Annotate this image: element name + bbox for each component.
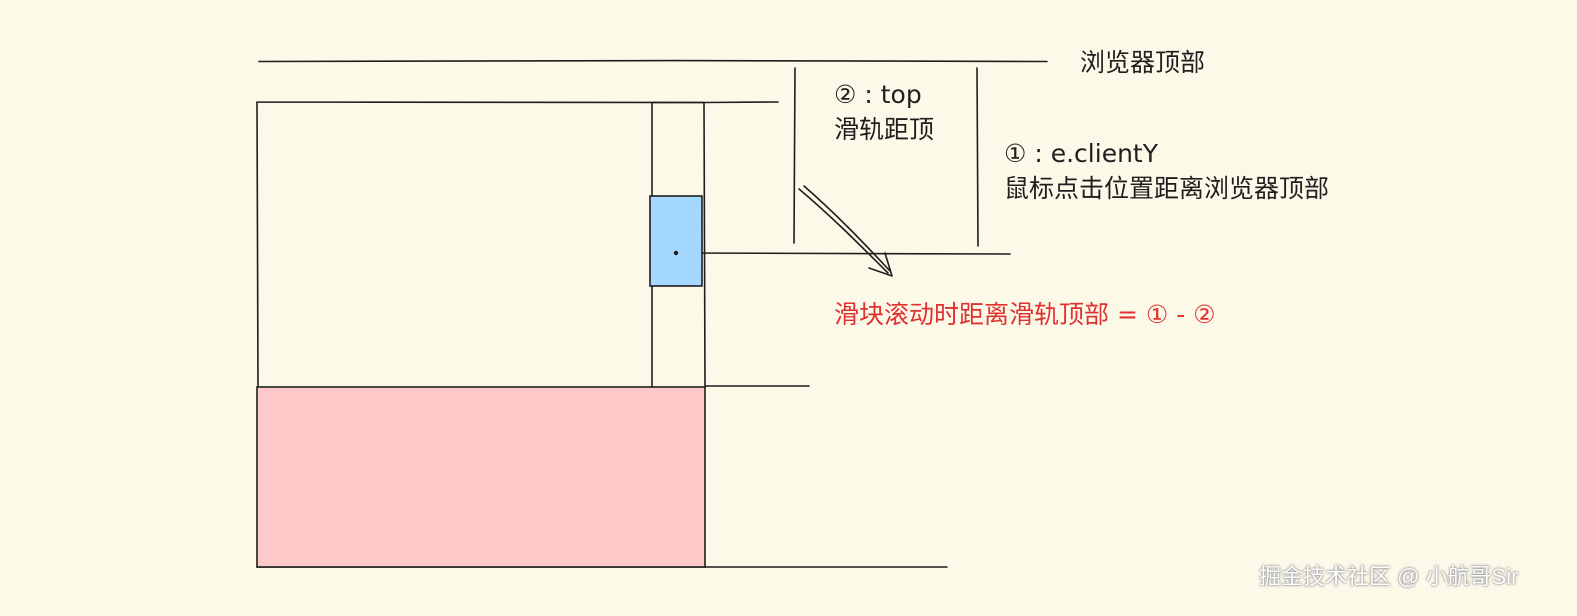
clienty-measure-line (976, 67, 979, 247)
browser-top-label: 浏览器顶部 (1080, 48, 1206, 77)
client-y-desc: 鼠标点击位置距离浏览器顶部 (1004, 174, 1330, 203)
click-point-icon (673, 250, 679, 256)
track-top-title: ② : top (834, 80, 922, 109)
click-level-line (675, 252, 1011, 255)
container-box (256, 101, 706, 388)
client-y-title: ① : e.clientY (1004, 139, 1158, 168)
arrow-head-icon (868, 252, 893, 277)
formula-label: 滑块滚动时距离滑轨顶部 = ① - ② (834, 300, 1216, 329)
scroll-thumb (649, 195, 703, 287)
track-top-line (703, 101, 779, 104)
arrow-shaft (798, 185, 891, 274)
top-measure-line (793, 67, 796, 244)
track-top-desc: 滑轨距顶 (834, 115, 935, 144)
watermark: 掘金技术社区 @ 小航哥Sir (1259, 564, 1519, 589)
overflow-content-box (256, 386, 706, 568)
browser-top-line (258, 59, 1048, 63)
